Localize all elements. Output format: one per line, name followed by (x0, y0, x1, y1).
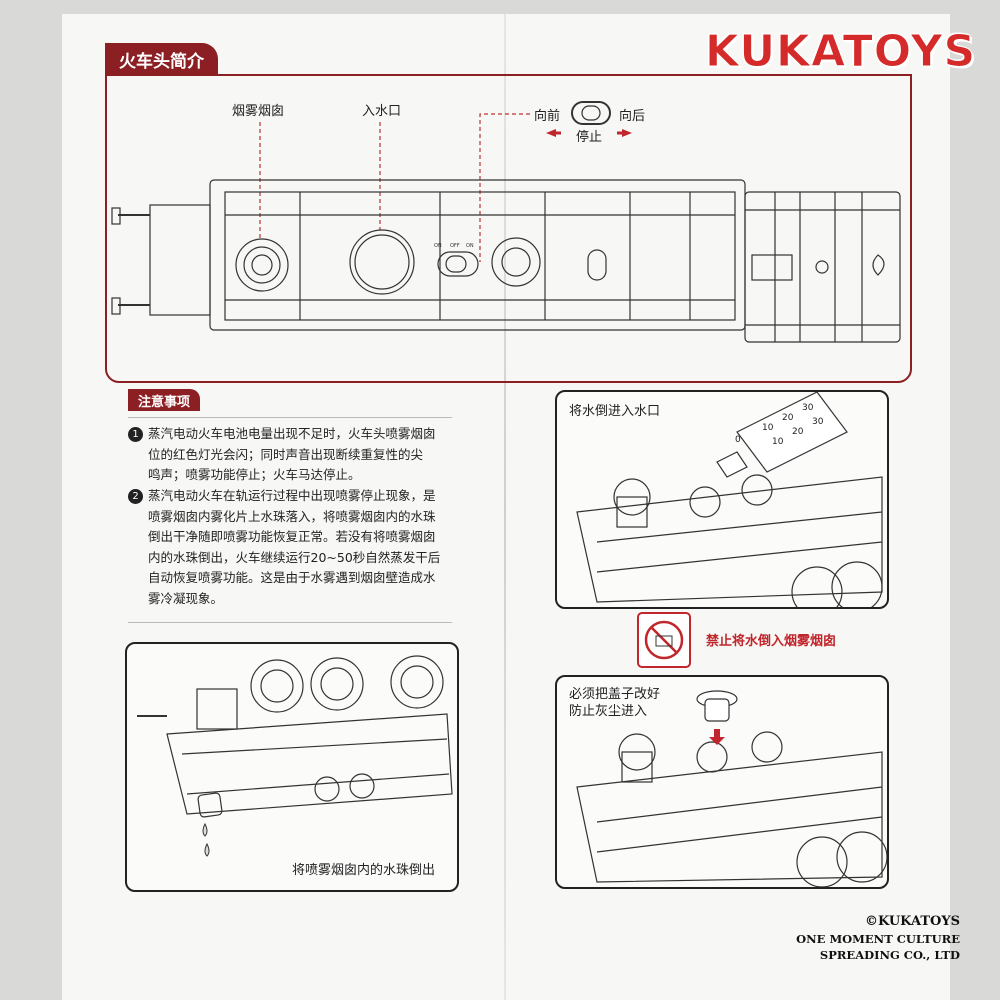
svg-text:10: 10 (762, 423, 774, 433)
copyright: ©KUKATOYS (865, 914, 960, 929)
pour-out-caption: 将喷雾烟囱内的水珠倒出 (292, 863, 436, 878)
arrow-down-icon (709, 729, 725, 745)
svg-text:20: 20 (782, 413, 794, 423)
note-number-2: 2 (128, 489, 143, 504)
direction-switch-icon (571, 101, 611, 125)
divider (128, 417, 452, 418)
intro-title: 火车头简介 (105, 43, 218, 75)
backward-label: 向后 (619, 109, 646, 124)
warning-text: 禁止将水倒入烟雾烟囱 (706, 634, 837, 649)
brand-logo: KUKATOYS (704, 26, 977, 78)
pour-in-panel: 将水倒进入水口 0 10 20 30 10 20 30 (555, 390, 889, 618)
svg-text:10: 10 (772, 437, 784, 447)
svg-text:OFF: OFF (450, 243, 460, 249)
svg-text:20: 20 (792, 427, 804, 437)
water-bottle-icon (736, 391, 848, 473)
locomotive-with-bottle-illustration: 0 10 20 30 10 20 30 (576, 391, 883, 618)
arrow-left-icon (546, 129, 556, 137)
intro-panel (105, 74, 912, 383)
note-number-1: 1 (128, 427, 143, 442)
svg-text:ON: ON (434, 243, 442, 249)
svg-text:30: 30 (802, 403, 814, 413)
svg-text:0: 0 (735, 435, 741, 445)
company-line1: ONE MOMENT CULTURE (796, 932, 960, 946)
page-fold (504, 14, 506, 1000)
cap-panel: 必须把盖子改好 防止灰尘进入 (555, 675, 889, 889)
svg-text:30: 30 (812, 417, 824, 427)
prohibition-icon (644, 620, 684, 660)
tilted-locomotive-illustration (137, 655, 453, 857)
notes-title: 注意事项 (128, 389, 201, 411)
arrow-right-icon (622, 129, 632, 137)
forward-label: 向前 (534, 109, 561, 124)
cap-caption-line2: 防止灰尘进入 (569, 704, 648, 719)
divider (128, 622, 452, 623)
svg-text:ON: ON (466, 243, 474, 249)
pour-out-panel: 将喷雾烟囱内的水珠倒出 (125, 642, 459, 892)
company-line2: SPREADING CO., LTD (819, 948, 960, 962)
prohibition-icon-box (637, 612, 691, 668)
pour-in-caption: 将水倒进入水口 (569, 404, 661, 419)
chimney-label: 烟雾烟囱 (232, 104, 285, 119)
cap-caption-line1: 必须把盖子改好 (569, 687, 661, 702)
stop-label: 停止 (576, 130, 603, 145)
inlet-label: 入水口 (362, 104, 402, 119)
